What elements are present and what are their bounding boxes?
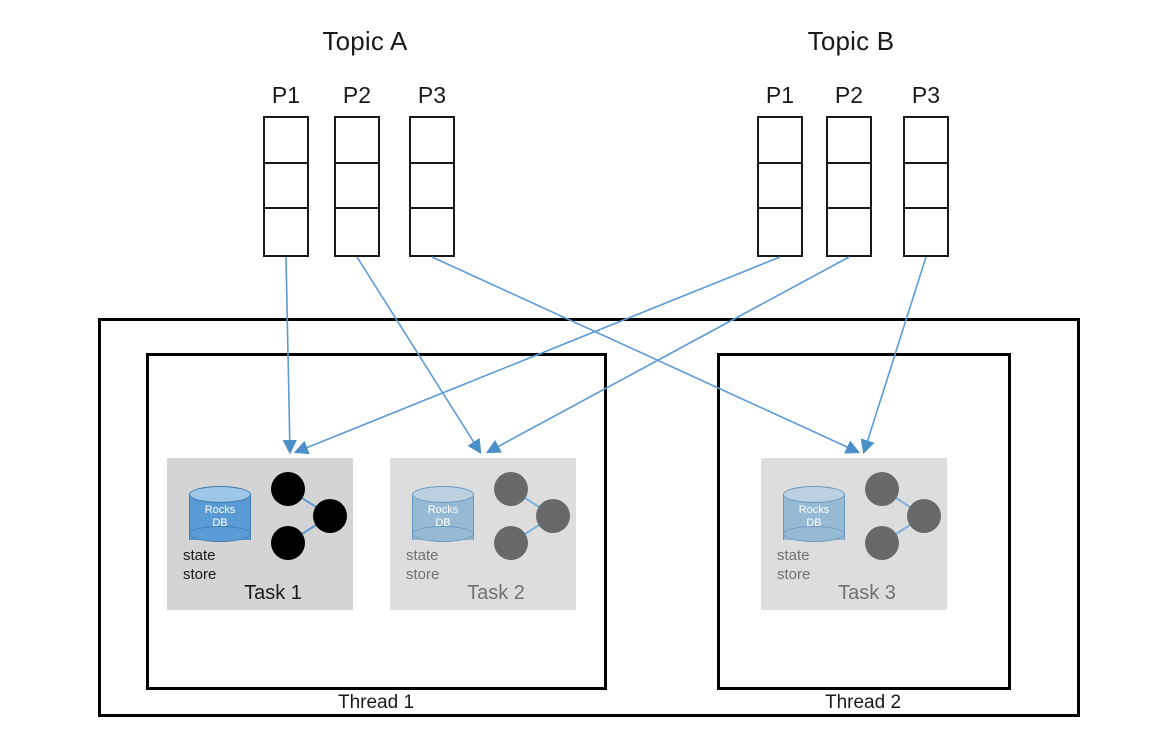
partition-cell xyxy=(265,164,307,210)
processor-node xyxy=(271,472,305,506)
topic-b-partition-label-p1: P1 xyxy=(765,82,795,108)
cylinder-top xyxy=(412,486,474,503)
rocksdb-label: Rocks DB xyxy=(783,504,845,530)
rocksdb-label-line1: Rocks xyxy=(204,504,236,516)
rocksdb-label: Rocks DB xyxy=(189,504,251,530)
cylinder-bottom xyxy=(189,526,251,542)
rocksdb-cylinder-icon: Rocks DB xyxy=(189,486,251,548)
partition-cell xyxy=(905,209,947,255)
thread-2-label: Thread 2 xyxy=(824,692,902,713)
rocksdb-label-line1: Rocks xyxy=(427,504,459,516)
topic-b-partition-p1[interactable] xyxy=(757,116,803,257)
topic-a-partition-p1[interactable] xyxy=(263,116,309,257)
state-store-line1: state xyxy=(183,547,216,564)
partition-cell xyxy=(828,118,870,164)
rocksdb-label: Rocks DB xyxy=(412,504,474,530)
partition-cell xyxy=(411,164,453,210)
task-2-name: Task 2 xyxy=(467,582,525,604)
partition-cell xyxy=(411,118,453,164)
partition-cell xyxy=(759,164,801,210)
task-3-card[interactable]: Rocks DB state store Task 3 xyxy=(761,458,947,610)
partition-cell xyxy=(828,209,870,255)
rocksdb-cylinder-icon: Rocks DB xyxy=(783,486,845,548)
partition-cell xyxy=(265,209,307,255)
state-store-line2: store xyxy=(777,566,811,583)
task-1-name: Task 1 xyxy=(244,582,302,604)
task-3-state-store-label: state store xyxy=(777,546,810,584)
topic-a-partition-label-p3: P3 xyxy=(417,82,447,108)
processor-node xyxy=(865,472,899,506)
processor-node xyxy=(907,499,941,533)
processor-node xyxy=(494,526,528,560)
rocksdb-cylinder-icon: Rocks DB xyxy=(412,486,474,548)
cylinder-bottom xyxy=(412,526,474,542)
partition-cell xyxy=(336,209,378,255)
task-3-name: Task 3 xyxy=(838,582,896,604)
processor-node xyxy=(865,526,899,560)
processor-node xyxy=(313,499,347,533)
cylinder-bottom xyxy=(783,526,845,542)
partition-cell xyxy=(336,164,378,210)
task-1-state-store-label: state store xyxy=(183,546,216,584)
topic-b-partition-label-p2: P2 xyxy=(834,82,864,108)
rocksdb-label-line2: DB xyxy=(435,517,451,529)
partition-cell xyxy=(905,164,947,210)
partition-cell xyxy=(336,118,378,164)
topic-a-title: Topic A xyxy=(322,26,408,56)
state-store-line2: store xyxy=(183,566,217,583)
partition-cell xyxy=(905,118,947,164)
state-store-line1: state xyxy=(777,547,810,564)
task-1-card[interactable]: Rocks DB state store Task 1 xyxy=(167,458,353,610)
partition-cell xyxy=(411,209,453,255)
processor-node xyxy=(536,499,570,533)
state-store-line1: state xyxy=(406,547,439,564)
rocksdb-label-line1: Rocks xyxy=(798,504,830,516)
task-2-card[interactable]: Rocks DB state store Task 2 xyxy=(390,458,576,610)
topic-b-partition-p2[interactable] xyxy=(826,116,872,257)
cylinder-top xyxy=(783,486,845,503)
partition-cell xyxy=(759,209,801,255)
task-3-topology xyxy=(859,458,947,573)
topic-b-partition-p3[interactable] xyxy=(903,116,949,257)
partition-cell xyxy=(265,118,307,164)
thread-1-label: Thread 1 xyxy=(337,692,415,713)
rocksdb-label-line2: DB xyxy=(212,517,228,529)
topic-b-partition-label-p3: P3 xyxy=(911,82,941,108)
topic-a-partition-label-p2: P2 xyxy=(342,82,372,108)
processor-node xyxy=(271,526,305,560)
topic-a-partition-label-p1: P1 xyxy=(271,82,301,108)
processor-node xyxy=(494,472,528,506)
state-store-line2: store xyxy=(406,566,440,583)
task-1-topology xyxy=(265,458,353,573)
rocksdb-label-line2: DB xyxy=(806,517,822,529)
partition-cell xyxy=(759,118,801,164)
partition-cell xyxy=(828,164,870,210)
topic-a-partition-p3[interactable] xyxy=(409,116,455,257)
cylinder-top xyxy=(189,486,251,503)
topic-b-title: Topic B xyxy=(807,26,895,56)
topic-a-partition-p2[interactable] xyxy=(334,116,380,257)
task-2-topology xyxy=(488,458,576,573)
task-2-state-store-label: state store xyxy=(406,546,439,584)
